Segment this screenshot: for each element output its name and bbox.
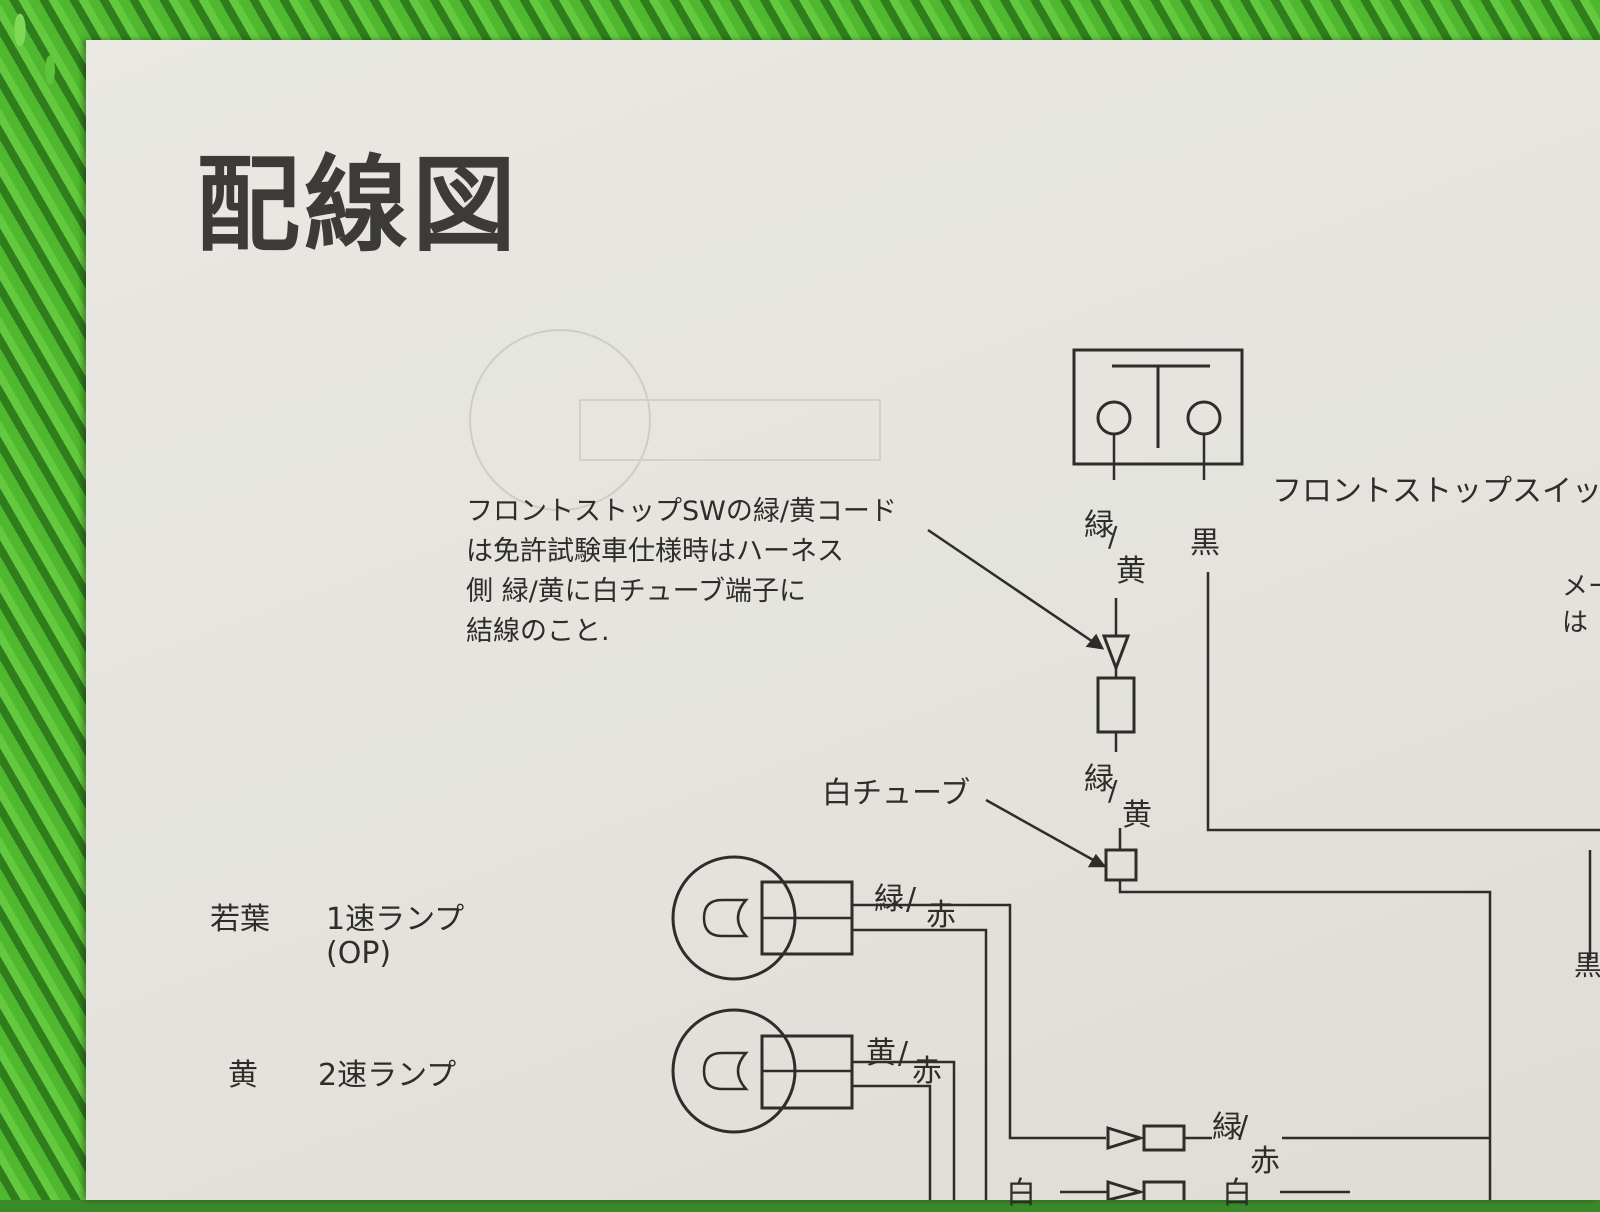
connector-male — [1101, 634, 1131, 673]
lamp-2-filament — [702, 1051, 749, 1091]
bottom-connector-1-male — [1106, 1125, 1146, 1151]
wiring-note: フロントストップSWの緑/黄コード は免許試験車仕様時はハーネス 側 緑/黄に白… — [466, 492, 897, 652]
wire — [852, 1084, 932, 1200]
bottom-connector-2-male — [1106, 1179, 1146, 1200]
white-tube-arrow — [985, 798, 1105, 868]
bottom-label-white-1: 白 — [1006, 1176, 1036, 1211]
lamp-2-color: 黄 — [228, 1058, 258, 1093]
lamp-1-color: 若葉 — [210, 902, 270, 937]
wire-black — [1206, 572, 1600, 832]
lamp-1-option: (OP) — [326, 936, 392, 971]
front-stop-switch-label: フロントストップスイッ — [1272, 474, 1600, 509]
wire-yellow-red — [852, 1060, 956, 1200]
wire-label-green-red-a: 緑 — [874, 882, 904, 917]
wire-label-green: 緑 — [1084, 508, 1114, 543]
wire-label-yellow-2: 黄 — [1122, 798, 1152, 833]
wire — [1118, 880, 1492, 1200]
white-tube-terminal — [1104, 848, 1138, 882]
edge-text-2: は — [1562, 608, 1589, 638]
edge-text-1: メー — [1562, 572, 1600, 602]
white-tube-arrowhead — [1087, 853, 1107, 868]
page-title: 配線図 — [196, 144, 521, 266]
lamp-2-name: 2速ランプ — [318, 1058, 457, 1093]
connector-body — [1096, 676, 1136, 734]
bottom-label-slash: / — [1238, 1110, 1249, 1145]
switch-terminal-left — [1096, 400, 1132, 436]
wire-label-slash: / — [1108, 520, 1118, 553]
note-line: フロントストップSWの緑/黄コード — [466, 496, 897, 527]
bottom-label-red: 赤 — [1250, 1144, 1280, 1179]
bottom-connector-2-body — [1142, 1180, 1186, 1200]
wire-label-green-2: 緑 — [1084, 762, 1114, 797]
faint-stamp — [469, 329, 651, 511]
wire-label-slash-4: / — [898, 1036, 909, 1071]
wire-label-green-red-b: 赤 — [926, 898, 956, 933]
wire-label-black: 黒 — [1190, 526, 1220, 561]
note-arrow — [927, 528, 1103, 650]
bottom-label-green: 緑 — [1212, 1110, 1242, 1145]
note-line: 側 緑/黄に白チューブ端子に — [466, 576, 807, 607]
edge-black-label: 黒 — [1574, 949, 1600, 982]
switch-terminal-right — [1186, 400, 1222, 436]
paper-sheet — [86, 40, 1600, 1200]
note-arrowhead — [1085, 633, 1105, 650]
wire-label-yellow: 黄 — [1116, 554, 1146, 589]
lamp-1-filament — [702, 898, 749, 938]
faint-stamp-box — [579, 399, 881, 461]
white-tube-label: 白チューブ — [822, 776, 971, 811]
note-line: は免許試験車仕様時はハーネス — [466, 536, 844, 567]
wire-label-yellow-red-b: 赤 — [912, 1054, 942, 1089]
wire-green-red — [852, 903, 1106, 1140]
note-line: 結線のこと. — [466, 616, 610, 647]
wire-label-slash-2: / — [1108, 774, 1118, 807]
wire-label-yellow-red-a: 黄 — [866, 1036, 896, 1071]
bottom-connector-1-body — [1142, 1124, 1186, 1152]
wire-label-slash-3: / — [906, 882, 917, 917]
wire — [852, 928, 988, 1200]
bottom-label-white-2: 白 — [1222, 1176, 1252, 1211]
front-stop-switch-box — [1072, 348, 1244, 466]
lamp-1-name: 1速ランプ — [326, 902, 465, 937]
